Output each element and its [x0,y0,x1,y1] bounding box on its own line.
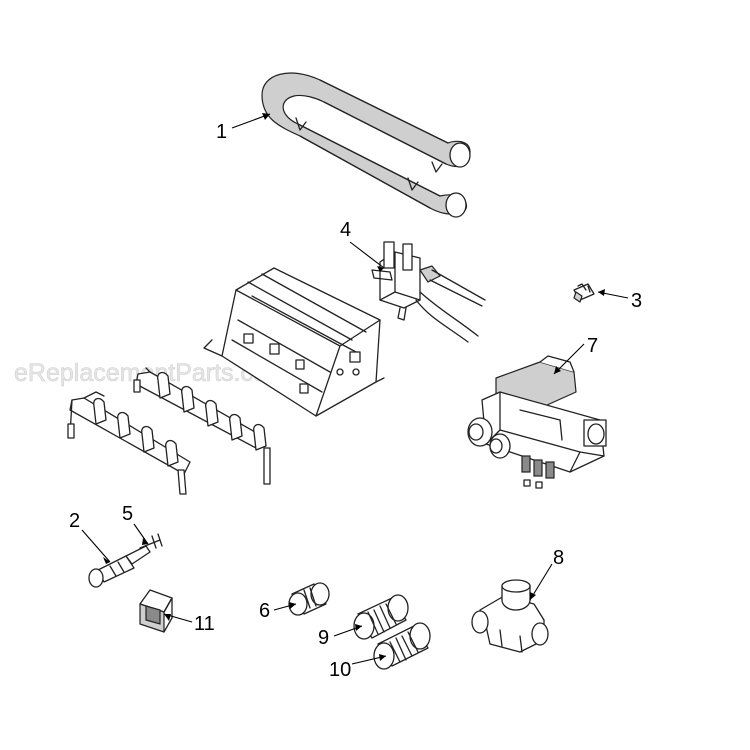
callout-4: 4 [340,219,351,241]
firebox-frame[interactable] [203,267,385,417]
leader-line-4 [349,241,385,269]
callout-11: 11 [194,613,215,635]
log-grate-rear[interactable] [133,367,271,485]
leader-arrowheads [103,113,605,661]
part-2-igniter[interactable] [88,545,151,588]
part-4-pilot-assembly[interactable] [371,241,486,343]
callout-1: 1 [216,121,227,143]
part-8-regulator[interactable] [471,579,549,653]
part-7-gas-valve[interactable] [467,355,607,489]
callout-5: 5 [122,503,133,525]
callout-9: 9 [318,627,329,649]
part-3-fitting[interactable] [573,283,595,303]
leader-line-2 [81,529,111,563]
callout-3: 3 [631,290,642,312]
part-11-rocker-switch[interactable] [139,589,173,633]
callout-7: 7 [587,335,598,357]
callout-2: 2 [69,510,80,532]
callout-6: 6 [259,600,270,622]
callout-10: 10 [329,659,351,681]
log-grate-front[interactable] [67,391,191,495]
part-6-knob[interactable] [288,582,330,616]
part-10-knob-cover[interactable] [373,622,431,670]
part-1-burner-tube[interactable] [261,72,471,218]
callout-8: 8 [553,547,564,569]
part-5-electrode[interactable] [139,533,163,549]
part-9-knob-cover[interactable] [353,594,409,640]
leader-line-5 [133,523,149,545]
